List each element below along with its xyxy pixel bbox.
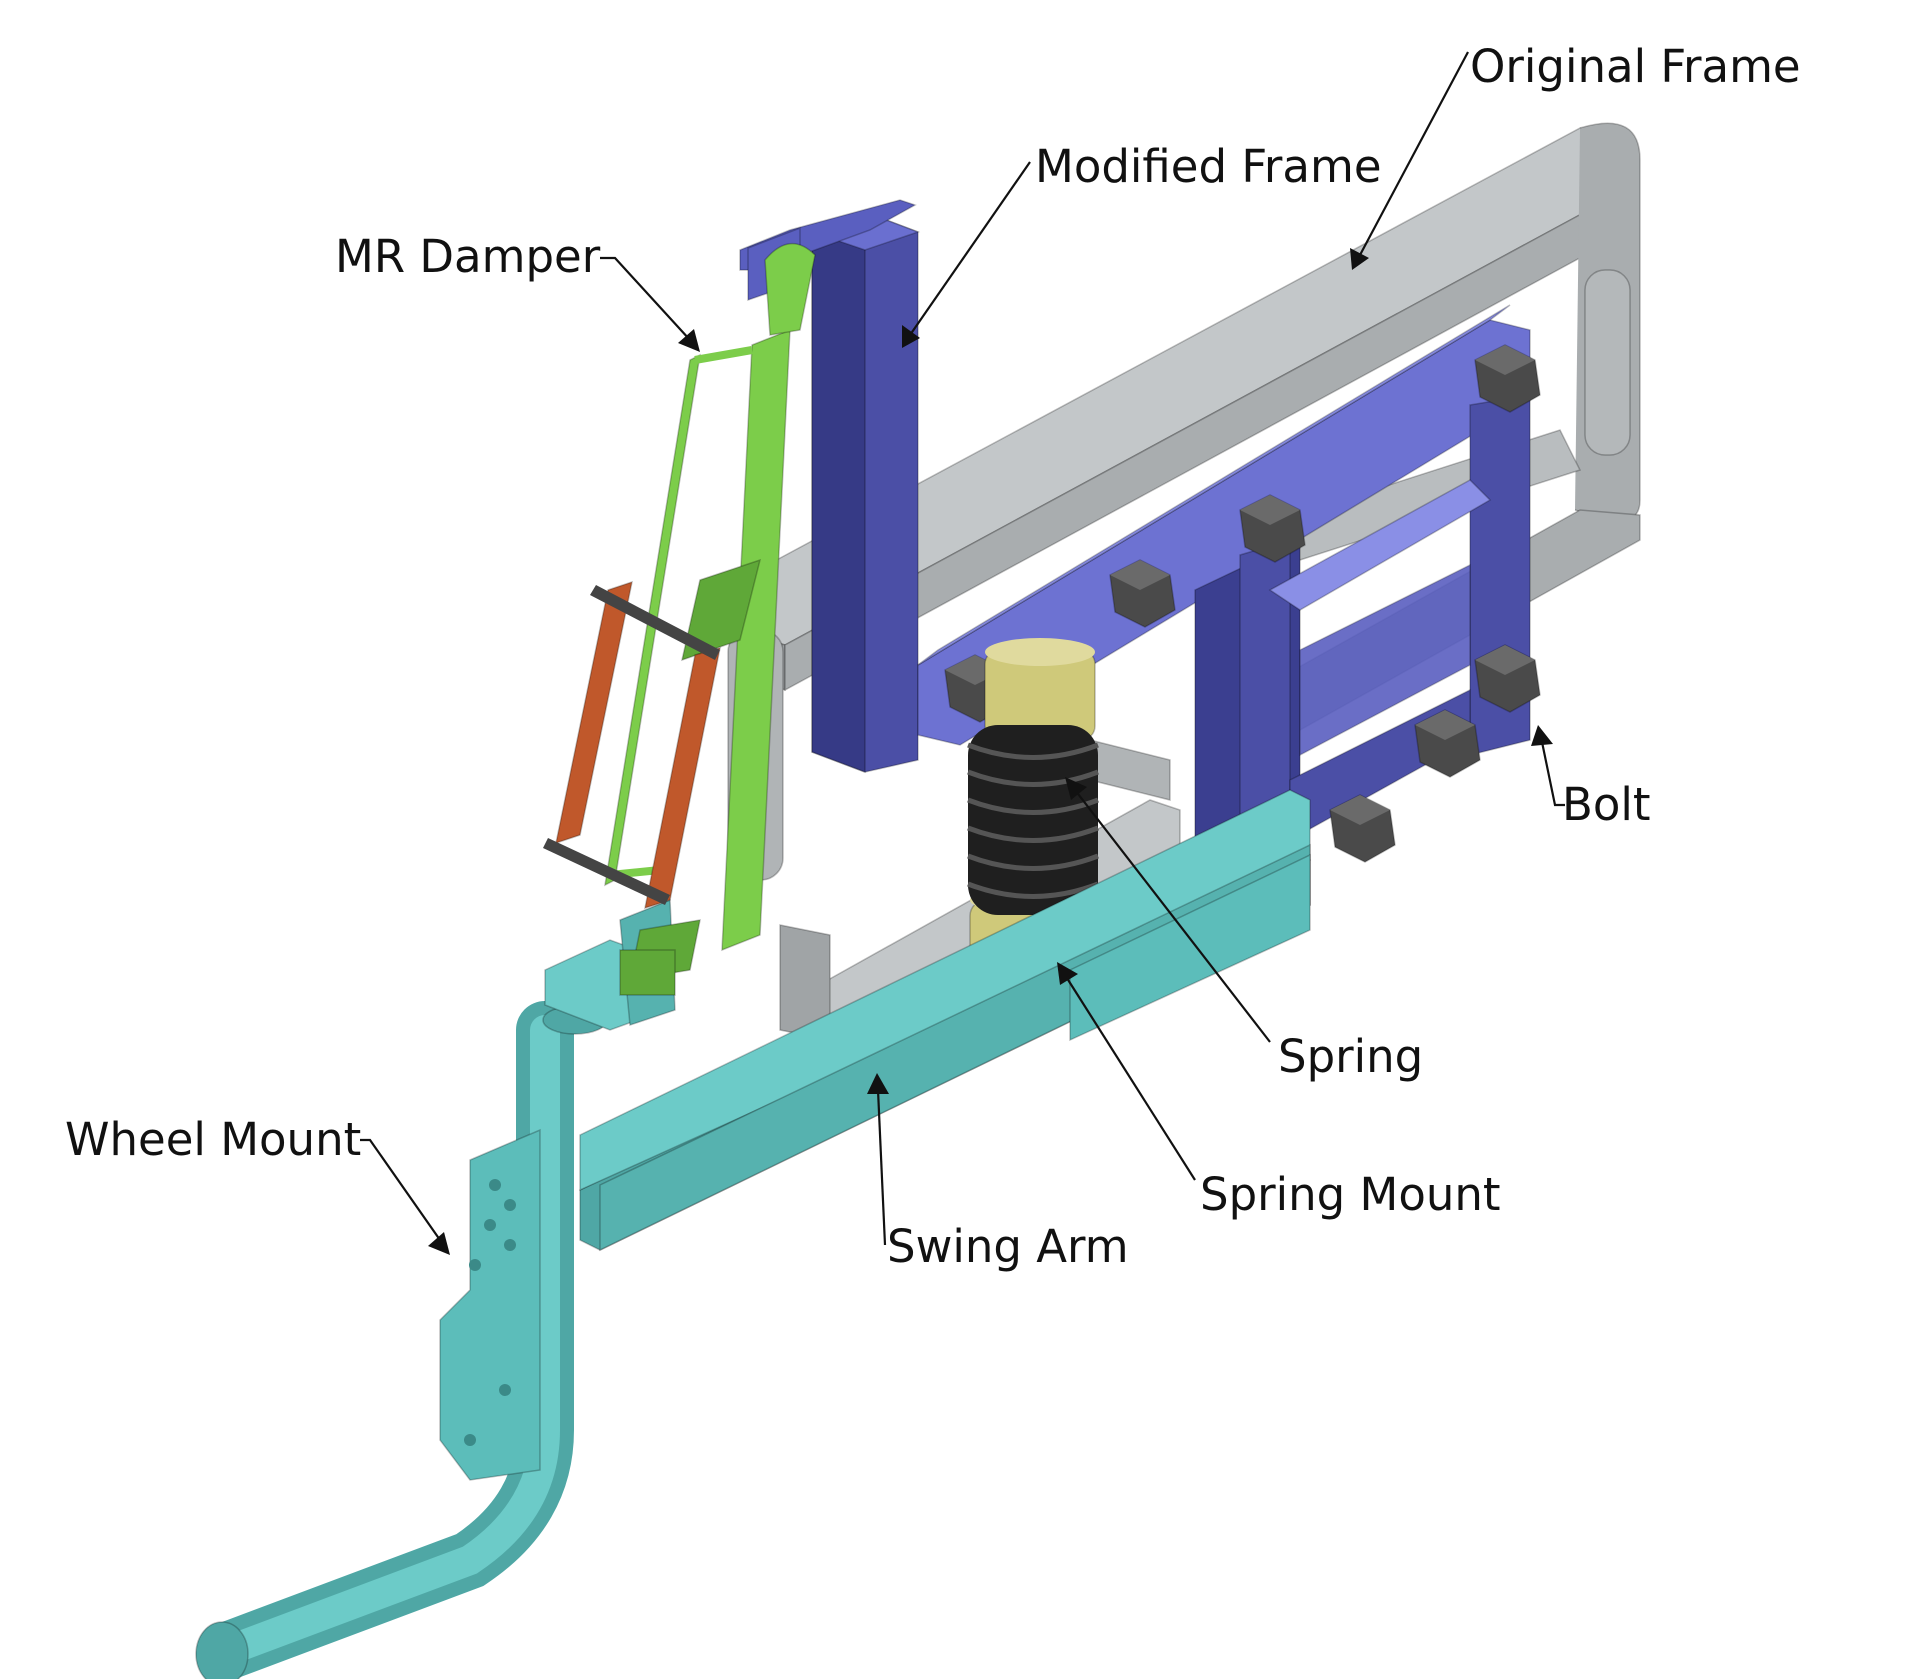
bolt-3: [1109, 559, 1176, 628]
bolt-7: [1329, 794, 1396, 863]
label-mr-damper: MR Damper: [335, 230, 601, 283]
bolt-2: [1239, 494, 1306, 563]
labels: Original Frame Modified Frame MR Damper …: [65, 40, 1801, 1273]
label-spring: Spring: [1278, 1030, 1423, 1083]
bolts: [944, 344, 1541, 863]
label-original-frame: Original Frame: [1470, 40, 1801, 93]
label-swing-arm: Swing Arm: [887, 1220, 1129, 1273]
bolt-1: [1474, 344, 1541, 413]
label-spring-mount: Spring Mount: [1200, 1168, 1501, 1221]
leader-lines: [360, 51, 1565, 1255]
label-modified-frame: Modified Frame: [1035, 140, 1382, 193]
spring: [967, 725, 1099, 915]
bolt-6: [1414, 709, 1481, 778]
swing-arm: [195, 789, 1311, 1679]
bolt-5: [1474, 644, 1541, 713]
wheel-mount: [439, 1128, 541, 1481]
label-bolt: Bolt: [1562, 778, 1651, 831]
label-wheel-mount: Wheel Mount: [65, 1113, 361, 1166]
mr-damper: [543, 242, 816, 996]
